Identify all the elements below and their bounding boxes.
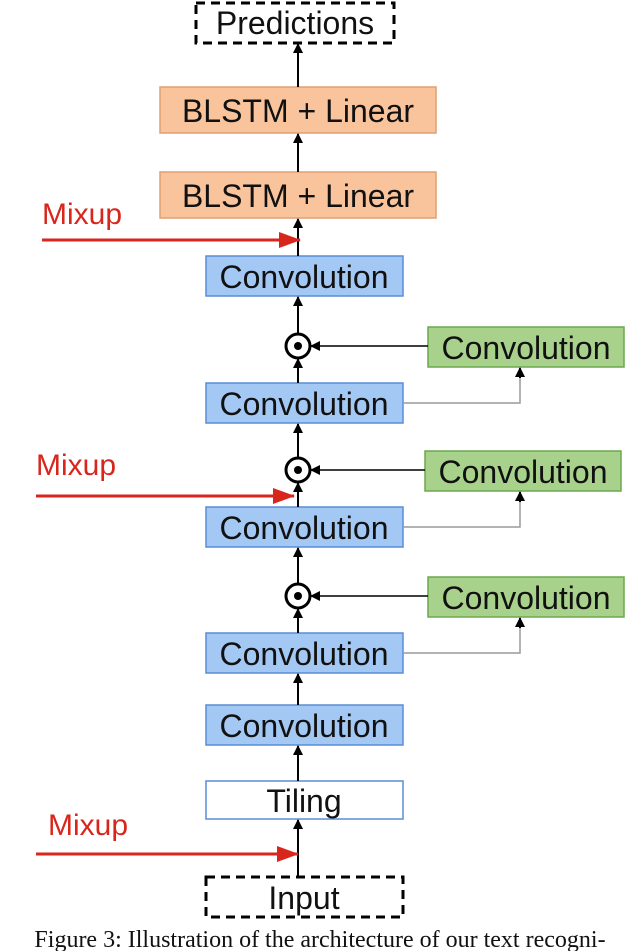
gate-connections bbox=[310, 341, 525, 654]
convolution-main-1-label: Convolution bbox=[220, 259, 389, 295]
tiling-label: Tiling bbox=[266, 783, 341, 819]
blstm-linear-bottom-label: BLSTM + Linear bbox=[182, 178, 414, 214]
mixup-middle: Mixup bbox=[36, 449, 295, 504]
blstm-linear-top-node: BLSTM + Linear bbox=[159, 86, 437, 134]
convolution-main-2-node: Convolution bbox=[205, 382, 404, 424]
multiply-operator-2 bbox=[284, 456, 312, 484]
convolution-gate-3-label: Convolution bbox=[442, 580, 611, 616]
blstm-linear-bottom-node: BLSTM + Linear bbox=[159, 171, 437, 219]
convolution-main-4-node: Convolution bbox=[205, 632, 404, 674]
convolution-gate-2-node: Convolution bbox=[424, 450, 622, 492]
input-node: Input bbox=[204, 875, 405, 919]
predictions-label: Predictions bbox=[216, 5, 374, 41]
convolution-main-5-label: Convolution bbox=[220, 708, 389, 744]
predictions-node: Predictions bbox=[194, 1, 396, 45]
convolution-gate-1-node: Convolution bbox=[427, 326, 625, 368]
convolution-main-1-node: Convolution bbox=[205, 255, 404, 297]
figure-caption: Figure 3: Illustration of the architectu… bbox=[34, 927, 606, 951]
convolution-gate-3-node: Convolution bbox=[427, 576, 625, 618]
tiling-node: Tiling bbox=[205, 780, 404, 820]
convolution-main-2-label: Convolution bbox=[220, 386, 389, 422]
mixup-top-label: Mixup bbox=[42, 198, 122, 231]
multiply-operator-1 bbox=[284, 332, 312, 360]
mixup-bottom-label: Mixup bbox=[48, 809, 128, 842]
convolution-gate-1-label: Convolution bbox=[442, 330, 611, 366]
architecture-diagram: Predictions BLSTM + Linear BLSTM + Linea… bbox=[36, 1, 625, 919]
convolution-gate-2-label: Convolution bbox=[439, 454, 608, 490]
mixup-bottom: Mixup bbox=[36, 809, 299, 862]
blstm-linear-top-label: BLSTM + Linear bbox=[182, 93, 414, 129]
convolution-main-5-node: Convolution bbox=[205, 704, 404, 746]
mixup-top: Mixup bbox=[42, 198, 301, 248]
input-label: Input bbox=[268, 880, 339, 916]
convolution-main-3-node: Convolution bbox=[205, 506, 404, 548]
convolution-main-3-label: Convolution bbox=[220, 510, 389, 546]
convolution-main-4-label: Convolution bbox=[220, 636, 389, 672]
multiply-operator-3 bbox=[284, 582, 312, 610]
mixup-middle-label: Mixup bbox=[36, 449, 116, 482]
